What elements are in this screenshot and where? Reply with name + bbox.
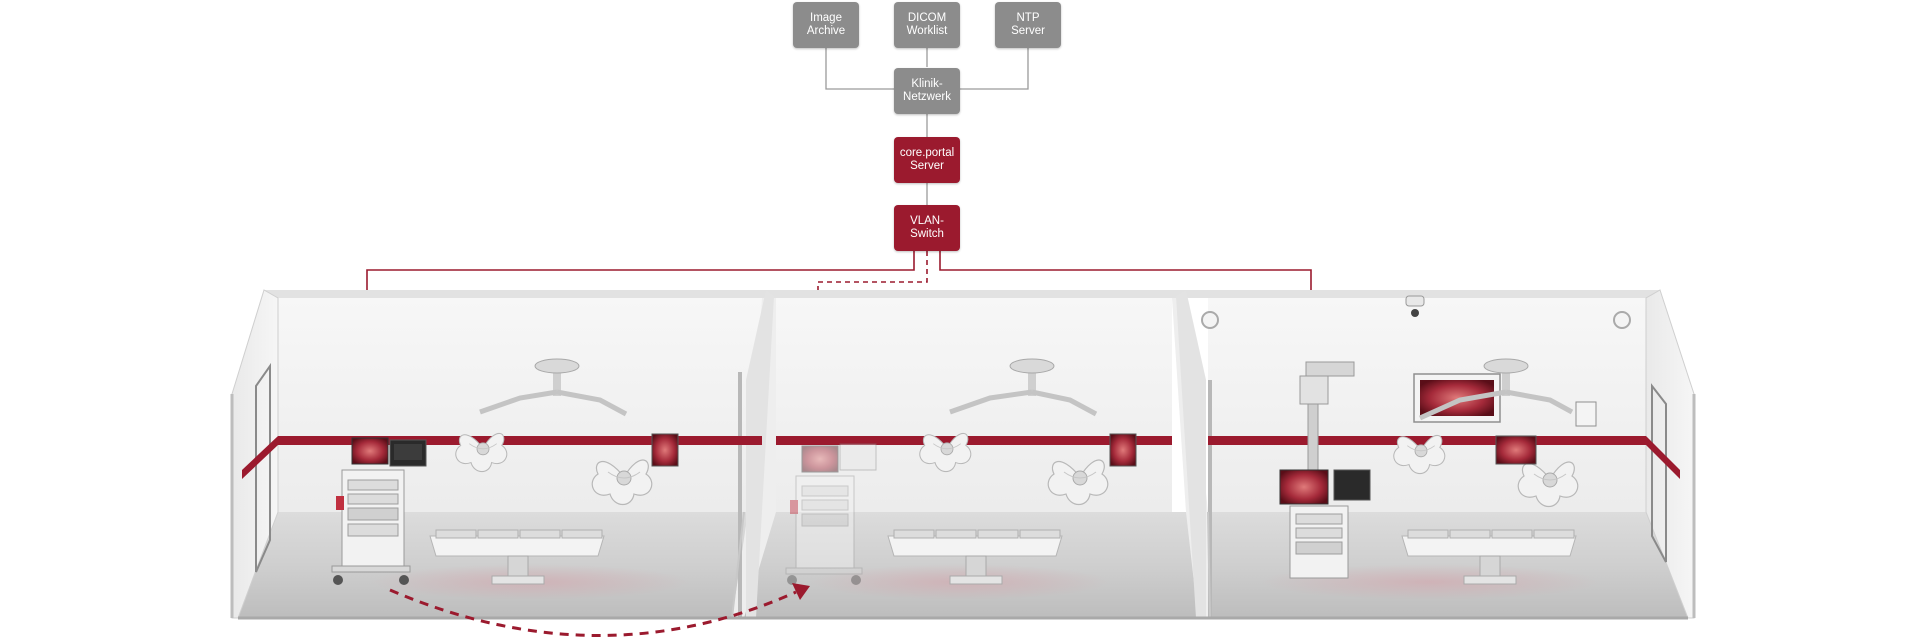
core-portal-server-label: core.portal Server — [899, 147, 955, 172]
tower-monitor-left — [801, 445, 839, 473]
core-portal-server-node: core.portal Server — [894, 137, 960, 183]
wall-display-small — [1575, 401, 1597, 427]
ceiling-mount — [1483, 358, 1529, 374]
link-ntp-server — [960, 46, 1029, 90]
boom-monitor — [1495, 435, 1537, 465]
ceiling-boom — [1305, 361, 1355, 377]
tower-monitor-left — [351, 437, 389, 465]
light-arm — [949, 389, 1098, 417]
light-arm — [1418, 389, 1574, 421]
wall-monitor — [651, 433, 679, 467]
vlan-switch-label: VLAN- Switch — [910, 215, 944, 240]
camera-lens — [1411, 309, 1419, 317]
endoscopy-tower-room2-ghost — [785, 443, 877, 585]
ceiling-mount — [1009, 358, 1055, 374]
endoscopy-tower-room1 — [331, 437, 427, 585]
relocation-arrow — [389, 583, 810, 637]
operating-room-3 — [1260, 358, 1600, 600]
tower-monitor-right — [839, 443, 877, 471]
dicom-worklist-label: DICOM Worklist — [906, 12, 948, 37]
link-image-archive — [825, 46, 894, 90]
klinik-netzwerk-node: Klinik- Netzwerk — [894, 68, 960, 114]
ntp-server-label: NTP Server — [1011, 12, 1045, 37]
operating-room-1 — [331, 358, 690, 600]
image-archive-node: Image Archive — [793, 2, 859, 48]
ceiling-mount-pole — [1028, 366, 1036, 396]
vlan-switch-node: VLAN- Switch — [894, 205, 960, 251]
speaker-icon — [1201, 311, 1219, 329]
light-arm — [479, 389, 628, 417]
ceiling-mount-pole — [553, 366, 561, 396]
klinik-netzwerk-label: Klinik- Netzwerk — [903, 78, 951, 103]
tower-cart — [795, 475, 855, 569]
tower-monitor-right — [1333, 469, 1371, 501]
ntp-server-node: NTP Server — [995, 2, 1061, 48]
operating-room-2 — [785, 358, 1137, 600]
speaker-icon — [1613, 311, 1631, 329]
image-archive-label: Image Archive — [806, 12, 846, 37]
link-switch-room2-dashed — [817, 251, 928, 450]
ceiling-mount — [534, 358, 580, 374]
tower-monitor-left — [1279, 469, 1329, 505]
dicom-worklist-node: DICOM Worklist — [894, 2, 960, 48]
camera-icon — [1405, 295, 1425, 307]
arrow-head-icon — [792, 583, 810, 600]
ceiling-mount-pole — [1502, 366, 1510, 396]
wall-monitor — [1109, 433, 1137, 467]
